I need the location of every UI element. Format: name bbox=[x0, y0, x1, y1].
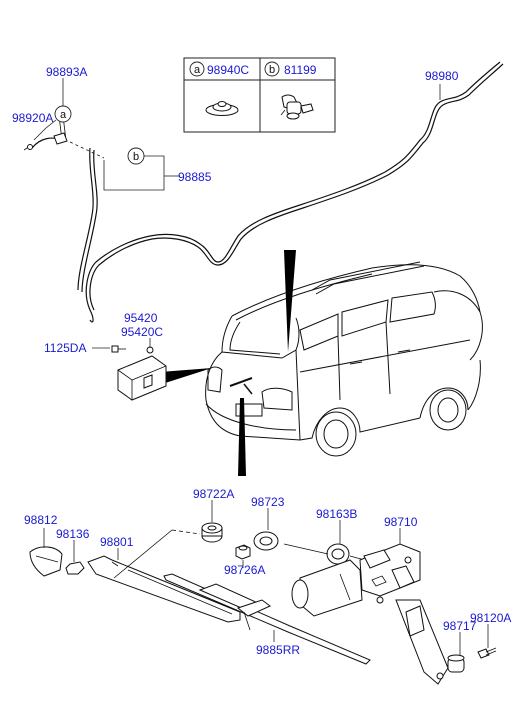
callout-98120A[interactable]: 98120A bbox=[470, 611, 511, 625]
callout-labels: 98893A 98920A 98980 98885 95420 95420C 1… bbox=[12, 65, 511, 657]
svg-text:b: b bbox=[133, 151, 139, 163]
callout-98136[interactable]: 98136 bbox=[56, 527, 90, 541]
legend-box: a 98940C b 81199 bbox=[183, 57, 336, 133]
wiper-arm-cap bbox=[29, 546, 63, 577]
vehicle-illustration bbox=[205, 261, 483, 457]
bolt-98120A[interactable] bbox=[477, 647, 497, 659]
marker-a: a bbox=[54, 105, 72, 123]
svg-text:a: a bbox=[60, 109, 67, 121]
callout-98723[interactable]: 98723 bbox=[251, 495, 285, 509]
rear-wiper-arm-blade[interactable] bbox=[29, 546, 371, 665]
legend-marker-a: a bbox=[194, 64, 201, 76]
grommet-icon bbox=[205, 101, 239, 116]
pivot-nut-98726A[interactable] bbox=[235, 544, 251, 560]
washer-grommet-98893A[interactable] bbox=[53, 132, 68, 145]
callout-98920A[interactable]: 98920A bbox=[12, 111, 53, 125]
bolt-1125DA[interactable] bbox=[111, 345, 126, 353]
pivot-cap-98722A[interactable] bbox=[201, 522, 223, 543]
legend-item-a: a 98940C bbox=[189, 61, 249, 116]
legend-part-98940C[interactable]: 98940C bbox=[207, 63, 249, 77]
pivot-washer-98723[interactable] bbox=[253, 531, 279, 551]
rear-wiper-control-module[interactable] bbox=[117, 346, 167, 401]
callout-98163B[interactable]: 98163B bbox=[316, 507, 357, 521]
callout-98726A[interactable]: 98726A bbox=[224, 563, 265, 577]
callout-98980[interactable]: 98980 bbox=[425, 69, 459, 83]
callout-98717[interactable]: 98717 bbox=[443, 619, 477, 633]
leader-lines bbox=[33, 78, 489, 656]
hose-connector-icon bbox=[280, 94, 314, 120]
washer-hose-upper bbox=[85, 61, 501, 323]
callout-98801[interactable]: 98801 bbox=[100, 535, 134, 549]
callout-98710[interactable]: 98710 bbox=[384, 515, 418, 529]
legend-item-b: b 81199 bbox=[264, 61, 317, 120]
callout-95420C[interactable]: 95420C bbox=[121, 325, 163, 339]
legend-part-81199[interactable]: 81199 bbox=[284, 63, 317, 77]
legend-marker-b: b bbox=[269, 64, 275, 76]
washer-hose-assembly bbox=[23, 61, 504, 323]
rear-wiper-motor[interactable] bbox=[291, 543, 449, 685]
assembly-guide-lines bbox=[113, 529, 373, 579]
callout-95420[interactable]: 95420 bbox=[124, 311, 158, 325]
callout-98812[interactable]: 98812 bbox=[24, 513, 58, 527]
wiper-nut[interactable] bbox=[65, 561, 85, 575]
callout-98885[interactable]: 98885 bbox=[178, 170, 212, 184]
washer-hose-left bbox=[77, 147, 94, 291]
grommet-98163B[interactable] bbox=[326, 543, 350, 565]
grommet-98717[interactable] bbox=[447, 654, 465, 673]
marker-b: b bbox=[127, 147, 145, 165]
callout-9885RR[interactable]: 9885RR bbox=[256, 643, 300, 657]
callout-1125DA[interactable]: 1125DA bbox=[44, 341, 86, 355]
callout-98893A[interactable]: 98893A bbox=[46, 65, 87, 79]
callout-98722A[interactable]: 98722A bbox=[193, 487, 234, 501]
pointer-wedges bbox=[160, 250, 296, 476]
